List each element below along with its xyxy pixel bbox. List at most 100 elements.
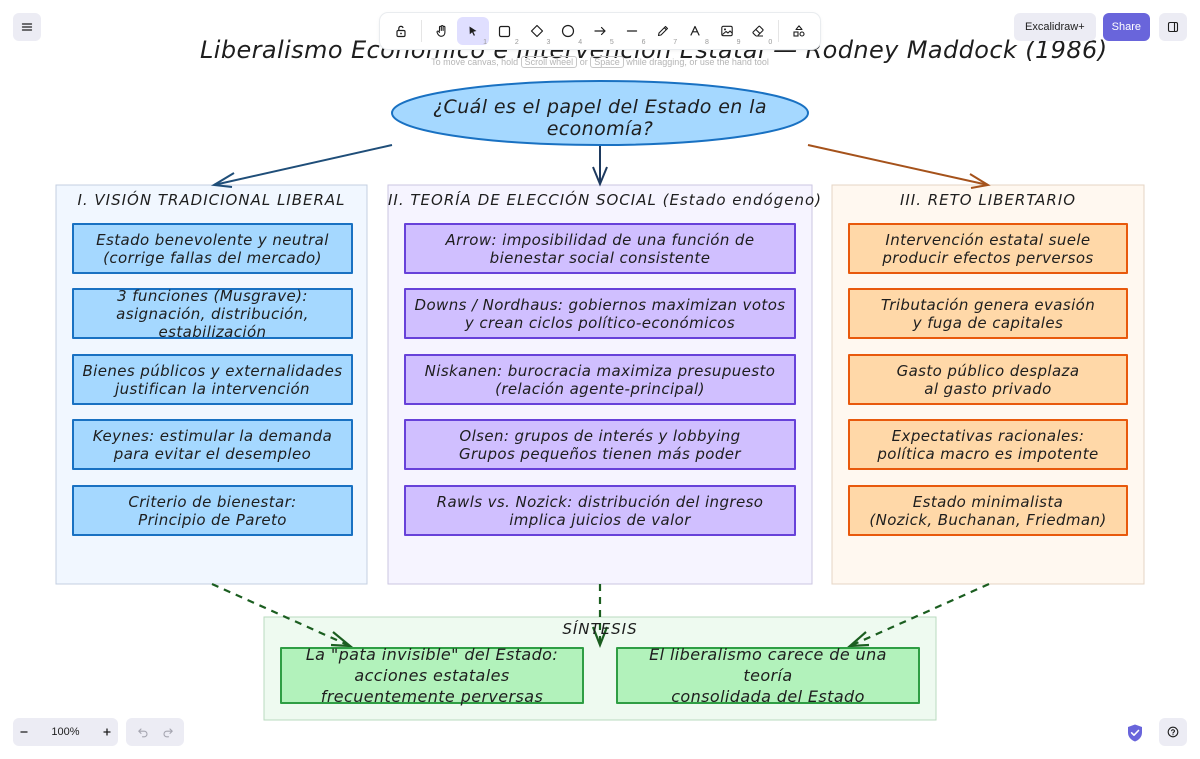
library-icon <box>1167 21 1179 33</box>
shapes-toolbar: 1 2 3 4 5 6 7 <box>380 13 820 49</box>
library-button[interactable] <box>1159 13 1187 41</box>
main-menu-button[interactable] <box>13 13 41 41</box>
pointer-icon <box>469 26 477 36</box>
hint-key-space: Space <box>590 56 624 68</box>
tool-line[interactable]: 6 <box>616 17 648 46</box>
hint-text-post: while dragging, or use the hand tool <box>626 57 769 67</box>
tool-shortcut: 3 <box>546 39 551 46</box>
tool-shortcut: 4 <box>578 39 583 46</box>
top-right-actions: Excalidraw+ Share <box>1014 13 1187 41</box>
arrowhead-libertarian-to-synthesis <box>846 631 870 648</box>
tool-hand[interactable] <box>426 17 458 45</box>
hint-text-pre: To move canvas, hold <box>431 57 519 67</box>
card-social-1[interactable]: Arrow: imposibilidad de una función de b… <box>404 223 796 274</box>
card-libertarian-3[interactable]: Gasto público desplaza al gasto privado <box>848 354 1128 405</box>
tool-diamond[interactable]: 3 <box>521 17 553 46</box>
card-liberal-5[interactable]: Criterio de bienestar: Principio de Pare… <box>72 485 353 536</box>
tool-shortcut: 0 <box>768 39 773 46</box>
tool-rectangle[interactable]: 2 <box>489 17 521 46</box>
card-social-5[interactable]: Rawls vs. Nozick: distribución del ingre… <box>404 485 796 536</box>
help-button[interactable] <box>1159 718 1187 746</box>
help-icon <box>1167 726 1179 738</box>
excalidraw-plus-button[interactable]: Excalidraw+ <box>1014 13 1096 41</box>
card-synthesis-1[interactable]: La "pata invisible" del Estado: acciones… <box>280 645 584 706</box>
ellipse-icon <box>562 24 575 38</box>
section-title-social-choice[interactable]: II. TEORÍA DE ELECCIÓN SOCIAL (Estado en… <box>388 191 822 209</box>
shield-check-icon <box>1128 724 1142 742</box>
minus-icon <box>20 731 28 733</box>
arrowhead-liberal-to-synthesis <box>330 631 354 648</box>
eraser-icon <box>752 25 764 37</box>
plus-icon <box>103 728 111 736</box>
arrow-to-libertarian <box>807 144 991 189</box>
zoom-in-button[interactable] <box>102 727 112 737</box>
question-text[interactable]: ¿Cuál es el papel del Estado en la econo… <box>433 96 767 140</box>
card-liberal-4[interactable]: Keynes: estimular la demanda para evitar… <box>72 419 353 470</box>
tool-shortcut: 9 <box>736 39 741 46</box>
tool-text[interactable]: 8 <box>679 17 711 46</box>
tool-arrow[interactable]: 5 <box>584 17 616 46</box>
tool-more[interactable] <box>783 17 815 45</box>
zoom-controls: 100% <box>13 718 118 746</box>
rectangle-icon <box>499 25 511 37</box>
card-social-2[interactable]: Downs / Nordhaus: gobiernos maximizan vo… <box>404 288 796 339</box>
undo-icon <box>137 728 147 738</box>
undo-button[interactable] <box>137 726 149 738</box>
tool-draw[interactable]: 7 <box>647 17 679 46</box>
canvas-hint: To move canvas, hold Scroll wheel or Spa… <box>380 56 820 68</box>
tool-shortcut: 2 <box>514 39 519 46</box>
redo-button[interactable] <box>162 726 174 738</box>
arrow-icon <box>594 26 606 36</box>
line-icon <box>626 30 637 32</box>
section-synthesis[interactable]: SÍNTESIS La "pata invisible" del Estado:… <box>264 617 936 720</box>
section-title-synthesis[interactable]: SÍNTESIS <box>562 620 638 638</box>
tool-image[interactable]: 9 <box>711 17 743 46</box>
card-social-3[interactable]: Niskanen: burocracia maximiza presupuest… <box>404 354 796 405</box>
section-title-liberal[interactable]: I. VISIÓN TRADICIONAL LIBERAL <box>77 191 346 209</box>
lock-icon <box>396 25 406 38</box>
card-libertarian-4[interactable]: Expectativas racionales: política macro … <box>848 419 1128 470</box>
tool-shortcut: 5 <box>609 39 614 46</box>
encryption-badge[interactable] <box>1124 722 1146 744</box>
hint-text-mid: or <box>579 57 588 67</box>
toolbar-divider <box>420 20 422 42</box>
tool-selection[interactable]: 1 <box>457 17 490 46</box>
arrowhead-social-to-synthesis <box>591 626 609 649</box>
section-libertarian[interactable]: III. RETO LIBERTARIO Intervención estata… <box>832 185 1144 584</box>
hand-icon <box>435 24 445 37</box>
card-liberal-3[interactable]: Bienes públicos y externalidades justifi… <box>72 354 353 405</box>
tool-ellipse[interactable]: 4 <box>552 17 584 46</box>
question-ellipse <box>391 80 809 146</box>
pencil-icon <box>658 25 669 37</box>
card-liberal-2[interactable]: 3 funciones (Musgrave): asignación, dist… <box>72 287 353 341</box>
text-icon <box>690 25 700 36</box>
tool-lock[interactable] <box>385 17 417 45</box>
card-social-4[interactable]: Olsen: grupos de interés y lobbying Grup… <box>404 419 796 470</box>
section-social-choice[interactable]: II. TEORÍA DE ELECCIÓN SOCIAL (Estado en… <box>388 185 822 584</box>
card-libertarian-2[interactable]: Tributación genera evasión y fuga de cap… <box>848 288 1128 339</box>
tool-shortcut: 8 <box>704 39 709 46</box>
card-synthesis-2[interactable]: El liberalismo carece de una teoría cons… <box>616 645 920 706</box>
arrow-to-liberal <box>210 144 393 188</box>
tool-shortcut: 6 <box>641 39 646 46</box>
share-button[interactable]: Share <box>1102 13 1150 41</box>
tool-eraser[interactable]: 0 <box>743 17 775 46</box>
zoom-level[interactable]: 100% <box>51 726 80 738</box>
history-controls <box>126 718 184 746</box>
toolbar-divider <box>778 20 780 42</box>
card-libertarian-5[interactable]: Estado minimalista (Nozick, Buchanan, Fr… <box>848 485 1128 536</box>
card-libertarian-1[interactable]: Intervención estatal suele producir efec… <box>848 223 1128 274</box>
section-liberal[interactable]: I. VISIÓN TRADICIONAL LIBERAL Estado ben… <box>56 185 367 584</box>
diamond-icon <box>530 24 543 38</box>
card-liberal-1[interactable]: Estado benevolente y neutral (corrige fa… <box>72 223 353 274</box>
tool-shortcut: 7 <box>673 39 678 46</box>
zoom-out-button[interactable] <box>19 727 29 737</box>
hint-key-scroll: Scroll wheel <box>520 56 578 68</box>
hamburger-icon <box>21 23 33 31</box>
redo-icon <box>163 728 173 738</box>
arrow-to-social-choice <box>592 146 608 187</box>
image-icon <box>720 25 733 37</box>
tool-shortcut: 1 <box>483 39 488 46</box>
section-title-libertarian[interactable]: III. RETO LIBERTARIO <box>899 191 1077 209</box>
